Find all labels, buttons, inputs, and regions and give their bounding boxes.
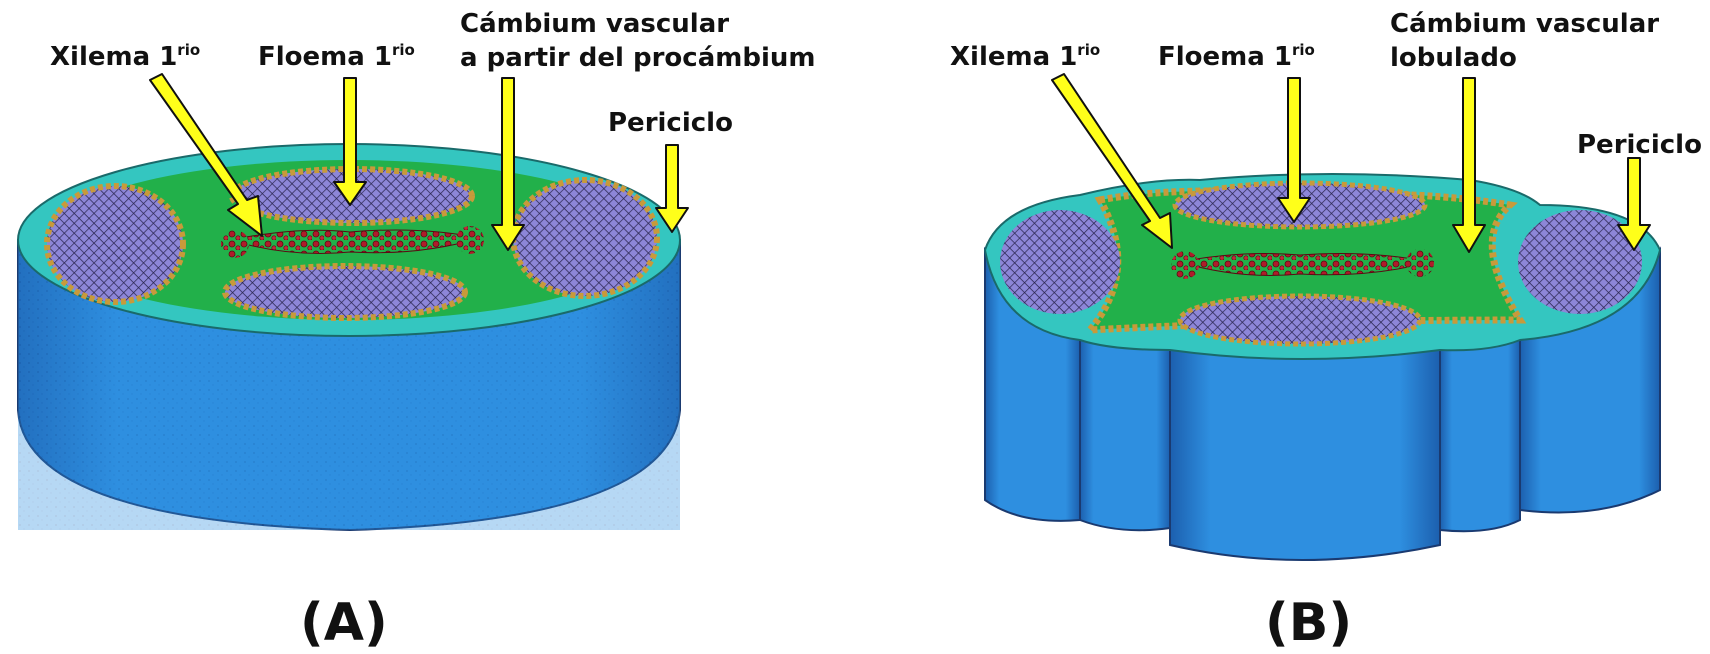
panel-b-label-xylem: Xilema 1rio xyxy=(950,41,1100,72)
panel-b-label-cambium-line1: Cámbium vascular xyxy=(1390,9,1659,39)
panel-b-caption: (B) xyxy=(1265,593,1352,653)
panel-b-phloem-left xyxy=(1000,210,1120,314)
panel-b-stem-illustration xyxy=(985,174,1660,560)
panel-b-phloem-bottom xyxy=(1180,296,1420,344)
panel-a-label-pericycle: Periciclo xyxy=(608,108,733,138)
panel-b-label-pericycle: Periciclo xyxy=(1577,130,1702,160)
panel-a-caption: (A) xyxy=(300,593,388,653)
panel-b-epidermis-mid-right xyxy=(1440,340,1520,531)
panel-a-label-xylem: Xilema 1rio xyxy=(50,41,200,72)
panel-b-epidermis-center xyxy=(1170,350,1440,560)
panel-a-arrow-phloem xyxy=(334,78,366,205)
panel-a-phloem-right xyxy=(513,180,657,296)
panel-b-arrow-cambium xyxy=(1453,78,1485,252)
panel-b-epidermis-mid-left xyxy=(1080,340,1170,530)
panel-b-label-cambium-line2: lobulado xyxy=(1390,43,1517,73)
panel-a-label-cambium-line1: Cámbium vascular xyxy=(460,9,729,39)
panel-a-phloem-left xyxy=(47,186,183,302)
panel-b-label-phloem: Floema 1rio xyxy=(1158,41,1315,72)
panel-b-arrow-phloem xyxy=(1278,78,1310,222)
panel-a-label-phloem: Floema 1rio xyxy=(258,41,415,72)
panel-a-phloem-bottom xyxy=(225,266,465,318)
panel-a-label-cambium-line2: a partir del procámbium xyxy=(460,43,815,73)
